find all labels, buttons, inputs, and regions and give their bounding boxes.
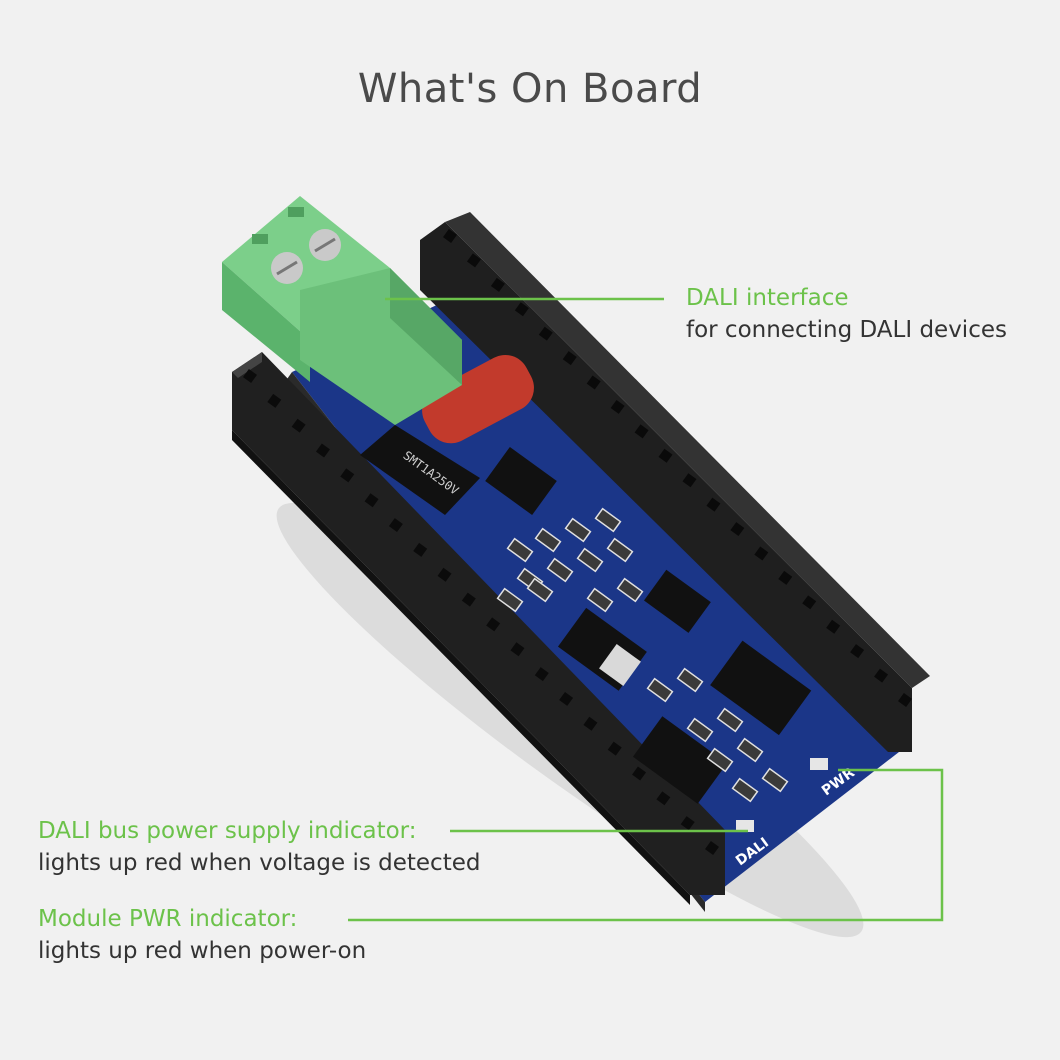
header-pin-hole: [437, 567, 452, 582]
header-pin-hole: [461, 592, 476, 607]
front-pin-header: [232, 352, 725, 905]
ic-chip-2: [643, 569, 711, 633]
smd-component: [616, 577, 644, 603]
header-pin-hole: [610, 399, 625, 414]
smd-component: [506, 537, 534, 563]
header-pin-hole: [898, 693, 912, 707]
callout-description: lights up red when power-on: [38, 938, 367, 964]
smd-component: [761, 767, 789, 793]
header-pin-hole: [586, 375, 601, 390]
header-pin-hole: [315, 443, 330, 458]
callout-dali-interface: DALI interface for connecting DALI devic…: [686, 282, 1007, 346]
header-pin-hole: [583, 716, 598, 731]
callout-dali-bus-indicator: DALI bus power supply indicator: lights …: [38, 815, 480, 879]
header-pin-hole: [730, 522, 745, 537]
header-pin-hole: [802, 595, 817, 610]
header-pin-hole: [466, 253, 481, 268]
header-pin-hole: [874, 668, 889, 683]
header-pin-hole: [486, 617, 501, 632]
smd-component: [546, 557, 574, 583]
header-pin-hole: [267, 393, 282, 408]
callout-heading: DALI bus power supply indicator:: [38, 818, 417, 844]
smd-component: [706, 747, 734, 773]
header-pin-hole: [850, 644, 865, 659]
header-pin-hole: [778, 570, 793, 585]
page-title: What's On Board: [357, 66, 703, 112]
smd-component: [606, 537, 634, 563]
header-pin-hole: [559, 691, 574, 706]
header-pin-hole: [364, 493, 379, 508]
back-pin-header: [420, 212, 930, 752]
header-pin-hole: [658, 448, 673, 463]
callout-lines: [348, 297, 944, 922]
header-pin-hole: [562, 351, 577, 366]
header-pin-hole: [680, 816, 695, 831]
header-pin-hole: [514, 302, 529, 317]
smd-component: [564, 517, 592, 543]
callout-description: lights up red when voltage is detected: [38, 850, 481, 876]
header-pin-hole: [634, 424, 649, 439]
header-pin-hole: [291, 418, 306, 433]
smd-component: [594, 507, 622, 533]
header-pin-hole: [243, 369, 257, 383]
smd-component: [686, 717, 714, 743]
header-pin-hole: [826, 619, 841, 634]
smd-component: [526, 577, 554, 603]
pwr-led: [810, 758, 828, 770]
smd-component: [496, 587, 524, 613]
header-pin-hole: [490, 277, 505, 292]
smd-component: [576, 547, 604, 573]
callout-pwr-indicator: Module PWR indicator: lights up red when…: [38, 903, 366, 967]
header-pin-hole: [388, 518, 403, 533]
header-pin-hole: [538, 326, 553, 341]
header-pin-hole: [682, 473, 697, 488]
smd-component: [731, 777, 759, 803]
ic-heatsink-tab: [599, 644, 641, 686]
smd-component: [646, 677, 674, 703]
callout-description: for connecting DALI devices: [686, 317, 1007, 343]
smd-component: [736, 737, 764, 763]
pwr-line: [348, 768, 944, 922]
terminal-block: [222, 196, 462, 425]
header-pin-hole: [632, 766, 647, 781]
smd-component: [716, 707, 744, 733]
header-pin-hole: [705, 841, 719, 855]
smd-component: [534, 527, 562, 553]
ic-chip-1: [485, 446, 557, 516]
header-pin-hole: [534, 667, 549, 682]
callout-heading: DALI interface: [686, 285, 849, 311]
smd-component: [586, 587, 614, 613]
callout-heading: Module PWR indicator:: [38, 906, 298, 932]
header-pin-hole: [754, 546, 769, 561]
header-pin-hole: [443, 229, 457, 243]
red-capacitor: [422, 354, 534, 444]
header-pin-hole: [706, 497, 721, 512]
header-pin-hole: [510, 642, 525, 657]
header-pin-hole: [607, 741, 622, 756]
header-pin-hole: [656, 791, 671, 806]
smd-component: [676, 667, 704, 693]
optocoupler: [710, 640, 812, 736]
header-pin-hole: [340, 468, 355, 483]
ic-chip-4: [632, 716, 728, 804]
dali-led: [736, 820, 754, 832]
header-pin-hole: [413, 542, 428, 557]
